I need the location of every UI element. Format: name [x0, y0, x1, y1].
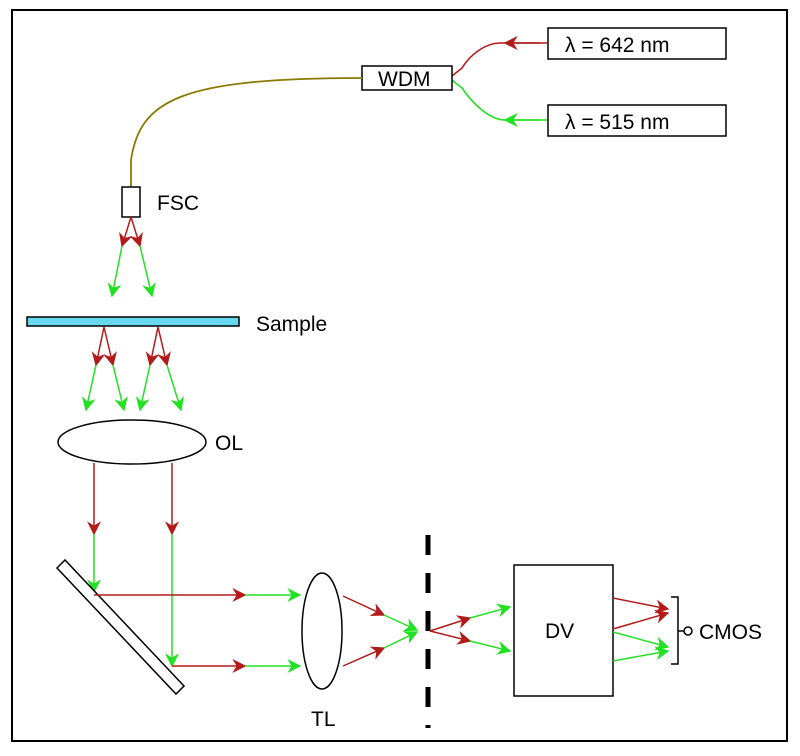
wdm-box: WDM: [361, 65, 453, 91]
focusing-beams: [342, 595, 419, 667]
laser-green-label: λ = 515 nm: [565, 111, 669, 134]
diverging-beams: [429, 603, 512, 655]
dual-view-box: DV: [513, 564, 614, 697]
split-beams: [612, 597, 670, 662]
illumination-beams: [107, 216, 156, 298]
sample-slide: [26, 316, 240, 327]
emission-beams: [81, 326, 184, 412]
ol-label: OL: [215, 432, 243, 455]
fsc-collimator: [121, 186, 141, 218]
objective-lens: [57, 419, 207, 465]
red-fiber: [451, 42, 547, 77]
fold-mirror: [55, 558, 186, 696]
delivery-fiber: [130, 77, 363, 187]
laser-green-box: λ = 515 nm: [547, 104, 727, 137]
collimated-beams: [87, 463, 179, 668]
cmos-label: CMOS: [699, 621, 762, 644]
relay-beams: [94, 588, 302, 673]
dv-label: DV: [545, 620, 574, 643]
cmos-sensor: [671, 596, 693, 665]
tube-lens: [301, 572, 343, 690]
wdm-label: WDM: [378, 68, 430, 91]
fsc-label: FSC: [157, 192, 199, 215]
laser-red-label: λ = 642 nm: [565, 34, 669, 57]
diagram-frame: [11, 9, 788, 742]
sample-label: Sample: [256, 313, 327, 336]
laser-red-box: λ = 642 nm: [547, 27, 727, 60]
green-fiber: [451, 79, 547, 121]
tl-label: TL: [311, 708, 336, 731]
